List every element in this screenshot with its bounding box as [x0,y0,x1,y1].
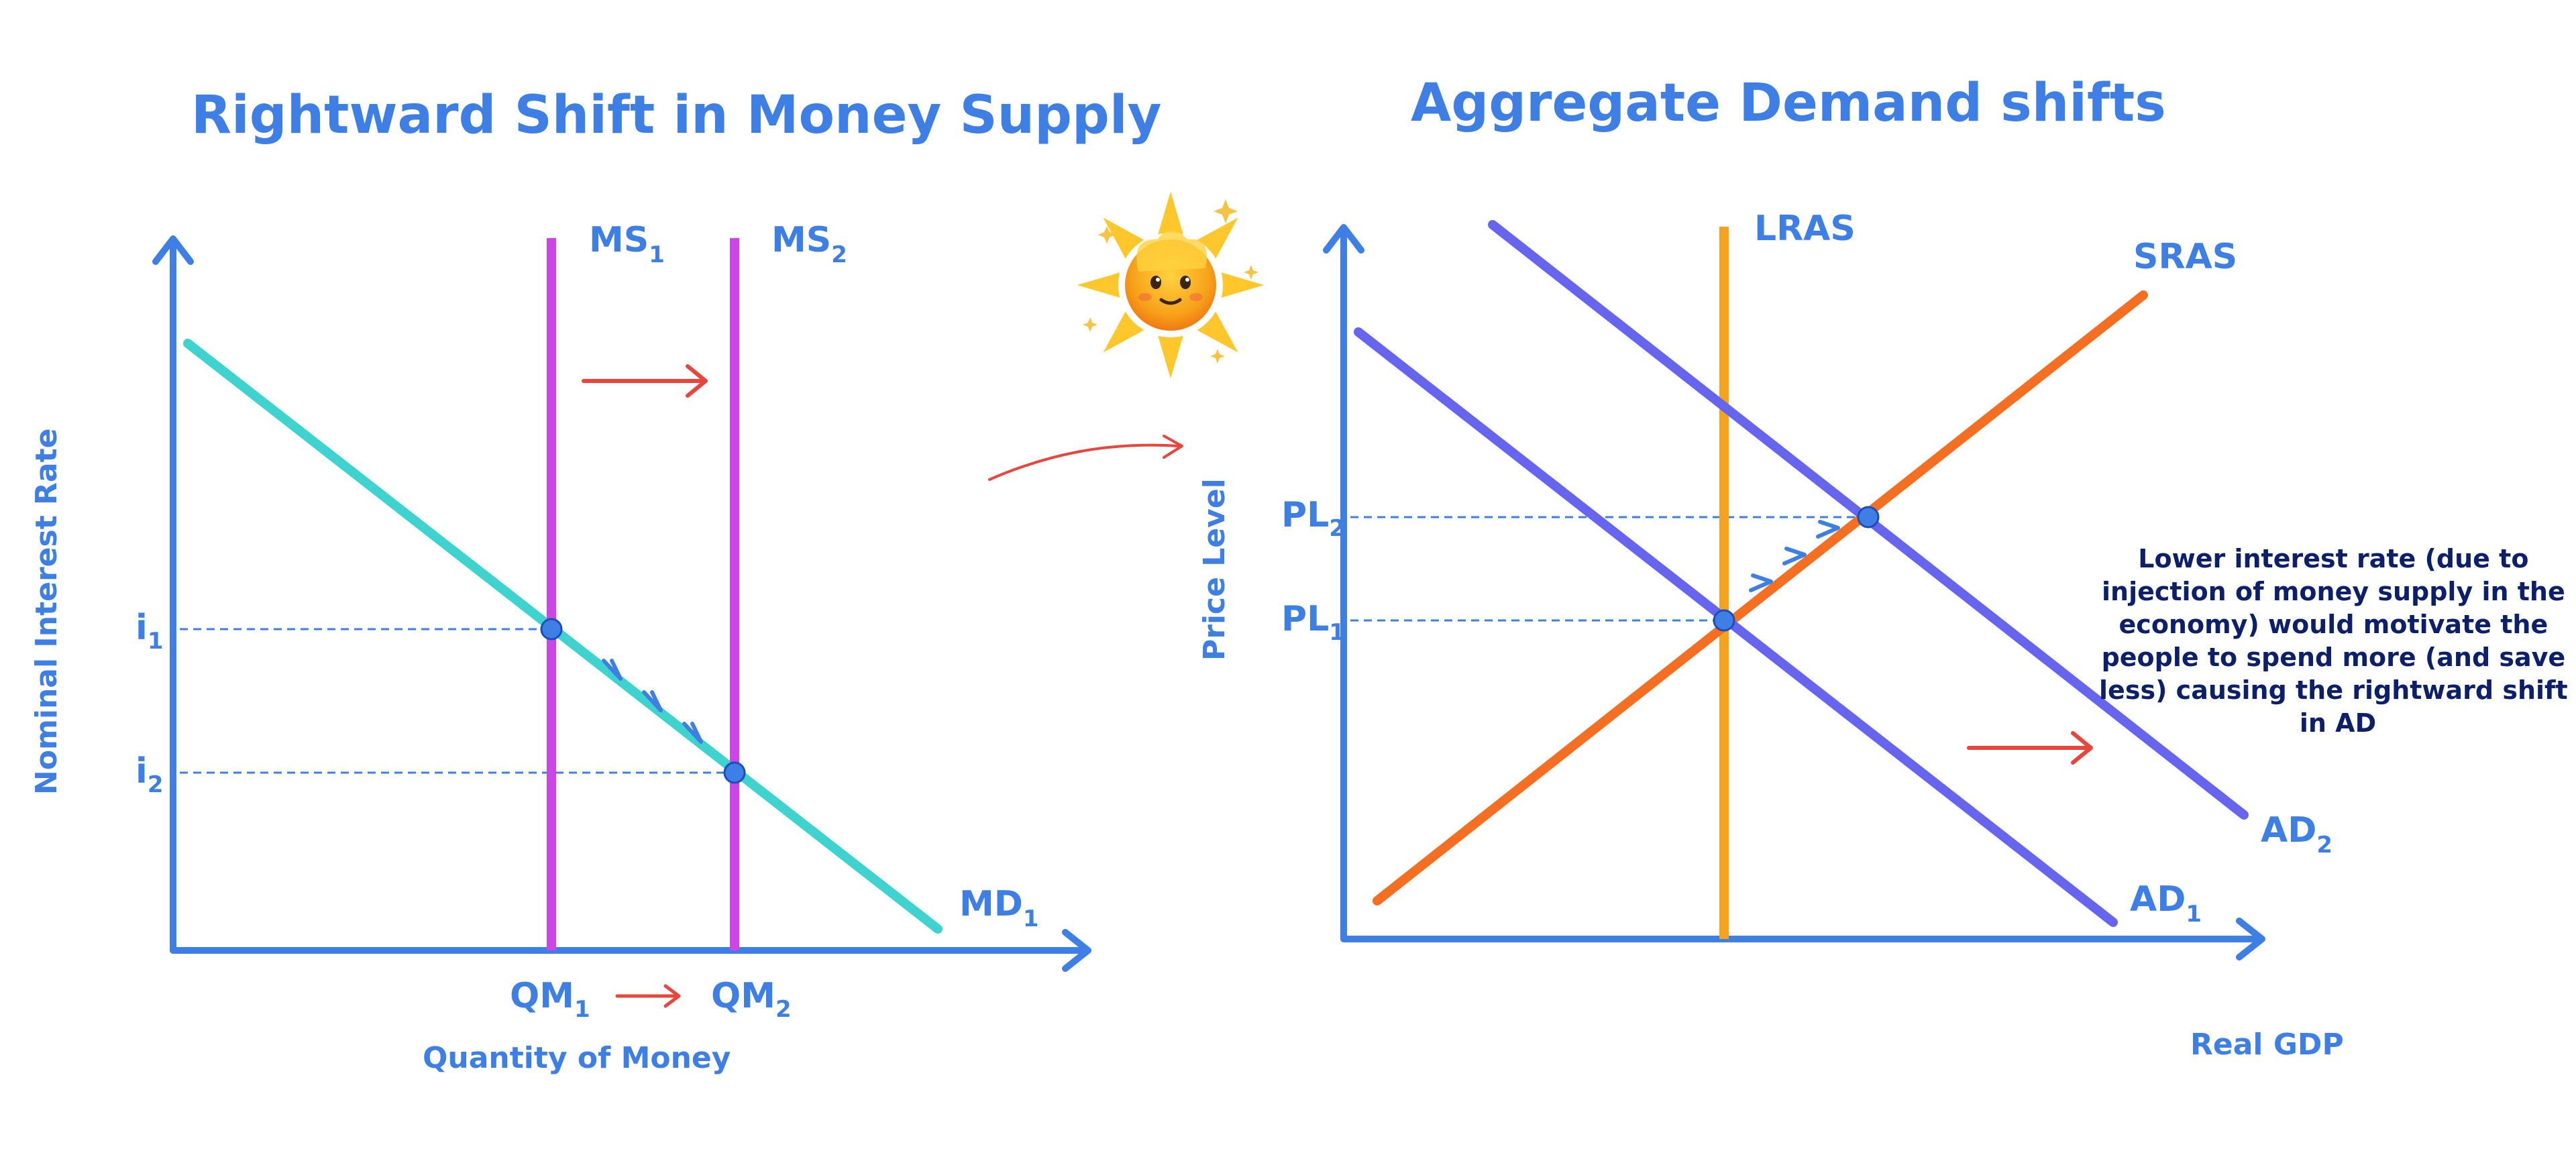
md1-curve [183,339,943,934]
i2-tick-label: i2 [136,751,164,798]
right-x-axis-arrowhead [2236,918,2265,960]
pl2-tick-label: PL2 [1281,495,1345,542]
right-y-axis-arrowhead [1323,224,1364,254]
money-market-diagram: Rightward Shift in Money Supply [30,85,1161,1075]
ad1-curve [1354,327,2118,927]
pl1-tick-label: PL1 [1281,599,1345,646]
ad2-label: AD2 [2261,810,2332,859]
connector-arrow [988,435,1183,481]
left-x-axis-arrowhead [1062,929,1091,972]
ms-shift-arrow [582,364,708,398]
right-dashed-guides [1350,516,1868,622]
right-y-axis-label: Price Level [1197,478,1232,661]
qm2-tick-label: QM2 [711,976,792,1023]
ms2-label: MS2 [771,220,847,268]
ad-equilibrium-point-1 [1713,609,1735,632]
right-axes [1323,224,2265,960]
left-y-axis-arrowhead [152,235,194,265]
sras-curve [1373,290,2148,905]
right-x-axis-label: Real GDP [2190,1028,2344,1062]
ad-as-diagram: Aggregate Demand shifts [1197,73,2576,1062]
qm-shift-arrow [615,984,681,1008]
left-axes [152,235,1091,972]
left-y-axis-label: Nominal Interest Rate [30,429,64,795]
md1-label: MD1 [959,884,1039,932]
sras-label: SRAS [2133,237,2237,277]
equilibrium-point-1 [540,618,563,641]
ad-equilibrium-point-2 [1857,506,1880,529]
right-diagram-title: Aggregate Demand shifts [1411,73,2166,133]
left-dashed-guides [180,628,735,774]
equilibrium-point-2 [723,761,746,784]
qm1-tick-label: QM1 [510,976,590,1023]
left-x-axis-label: Quantity of Money [423,1041,731,1075]
ms1-label: MS1 [589,220,665,268]
sun-sticker-icon [1068,182,1273,388]
md-movement-chevrons [602,659,703,744]
ad-shift-arrow [1967,731,2093,765]
ad1-label: AD1 [2130,879,2202,928]
sras-movement-chevrons [1749,520,1840,592]
left-diagram-title: Rightward Shift in Money Supply [191,85,1161,146]
explanation-note: Lower interest rate (due to injection of… [2099,544,2576,738]
i1-tick-label: i1 [136,608,164,655]
lras-label: LRAS [1754,209,1856,249]
